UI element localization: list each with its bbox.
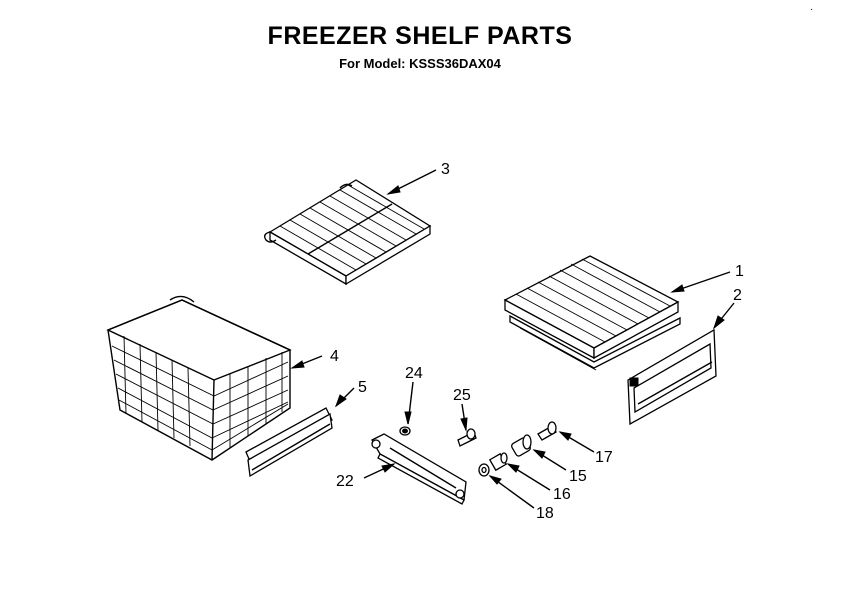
callout-3: 3: [441, 161, 450, 178]
callout-17: 17: [595, 449, 613, 466]
callout-1: 1: [735, 263, 744, 280]
washer: [478, 463, 490, 477]
page-title: FREEZER SHELF PARTS: [267, 22, 573, 50]
shelf-front-panel: [627, 328, 717, 426]
bolt: [537, 421, 557, 441]
wire-basket: [106, 295, 292, 461]
callout-25: 25: [453, 387, 471, 404]
spacer: [488, 452, 508, 472]
callout-18: 18: [536, 505, 554, 522]
callout-2: 2: [733, 287, 742, 304]
screw-long: [457, 428, 477, 447]
corner-mark: ·: [810, 4, 813, 15]
callout-24: 24: [405, 365, 423, 382]
callout-labels: 3 1 2 4 5 24 25 17 15 16 18 22: [330, 161, 744, 522]
model-subtitle: For Model: KSSS36DAX04: [339, 56, 501, 71]
callout-15: 15: [569, 468, 587, 485]
basket-trim: [245, 407, 333, 478]
callout-5: 5: [358, 379, 367, 396]
callout-16: 16: [553, 486, 571, 503]
screw-small: [399, 426, 411, 436]
roller: [511, 434, 532, 457]
upper-wire-shelf: [263, 179, 432, 286]
callout-22: 22: [336, 473, 354, 490]
leader-lines: [290, 169, 735, 509]
callout-4: 4: [330, 348, 339, 365]
shelf-bracket: [371, 433, 467, 505]
lower-wire-shelf: [503, 255, 681, 371]
